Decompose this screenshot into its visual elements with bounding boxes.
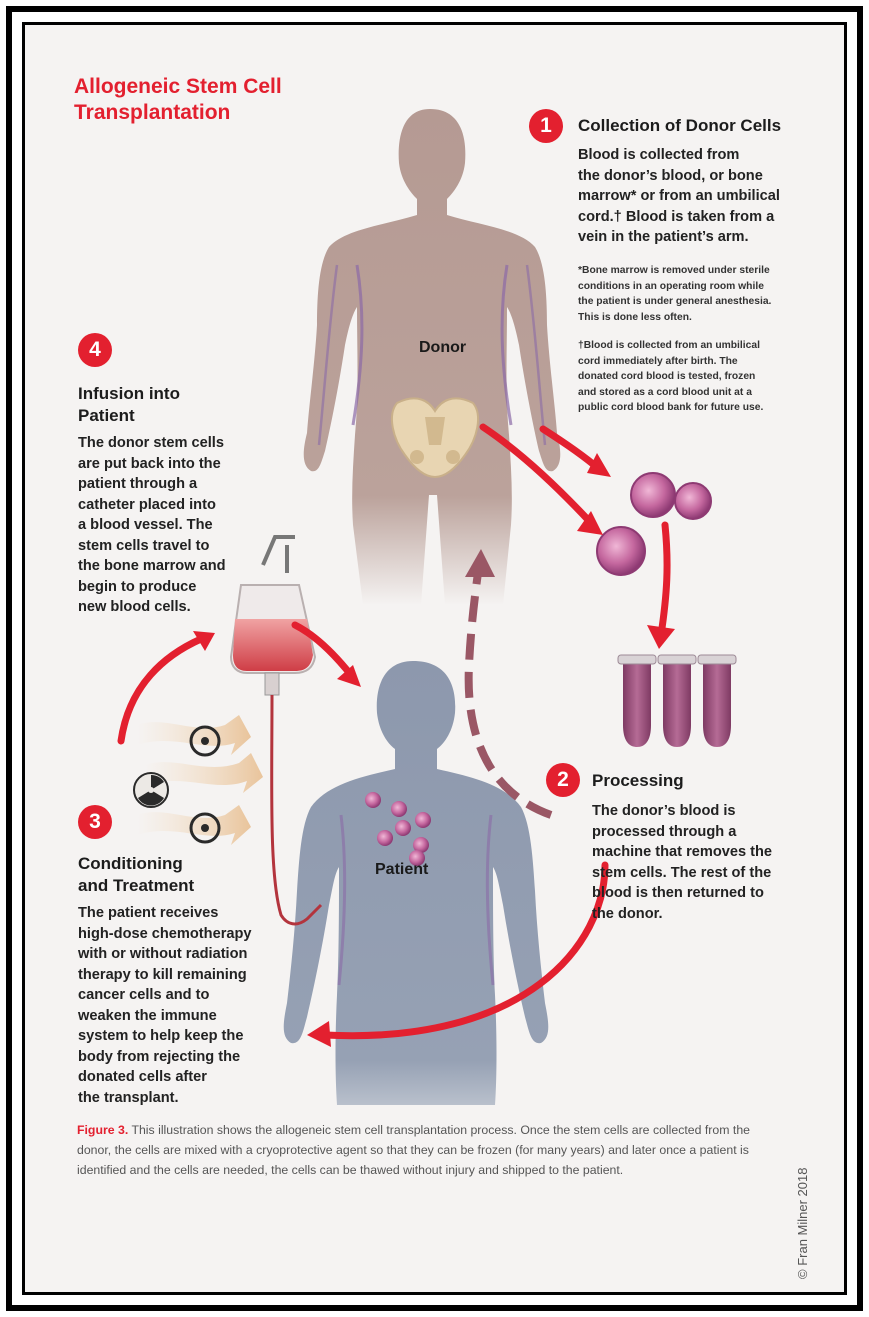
radiation-icon xyxy=(134,773,168,807)
step-3-body-line: donated cells after xyxy=(78,1067,252,1088)
step-3-body-line: weaken the immune xyxy=(78,1006,252,1027)
stem-cell-icon xyxy=(597,473,711,575)
patient-label: Patient xyxy=(375,861,428,879)
infographic-panel: Allogeneic Stem Cell Transplantation 1 C… xyxy=(22,22,847,1295)
note-line: conditions in an operating room while xyxy=(578,279,771,295)
step-3-heading-line: Conditioning xyxy=(78,853,194,875)
step-2-body-line: blood is then returned to xyxy=(592,883,772,904)
caption-text: This illustration shows the allogeneic s… xyxy=(77,1123,750,1177)
step-1-body: Blood is collected from the donor’s bloo… xyxy=(578,145,780,248)
step-3-body-line: the transplant. xyxy=(78,1088,252,1109)
step-4-body-line: patient through a xyxy=(78,474,226,495)
step-4-heading-line: Patient xyxy=(78,405,180,427)
step-4-body-line: stem cells travel to xyxy=(78,536,226,557)
step-3-body-line: therapy to kill remaining xyxy=(78,965,252,986)
step-4-heading-line: Infusion into xyxy=(78,383,180,405)
step-1-badge: 1 xyxy=(529,109,563,143)
title-line-1: Allogeneic Stem Cell xyxy=(74,74,374,100)
step-1-body-line: marrow* or from an umbilical xyxy=(578,186,780,207)
step-1-body-line: the donor’s blood, or bone xyxy=(578,166,780,187)
step-2-body: The donor’s blood is processed through a… xyxy=(592,801,772,924)
step-4-body-line: The donor stem cells xyxy=(78,433,226,454)
title-line-2: Transplantation xyxy=(74,100,374,126)
donor-figure xyxy=(304,109,561,605)
step-3-body-line: cancer cells and to xyxy=(78,985,252,1006)
figure-caption: Figure 3. This illustration shows the al… xyxy=(77,1120,767,1180)
donor-label: Donor xyxy=(419,339,466,357)
step-1-heading: Collection of Donor Cells xyxy=(578,115,781,137)
step-1-note-bone-marrow: *Bone marrow is removed under sterile co… xyxy=(578,263,771,325)
step-1-note-cord-blood: †Blood is collected from an umbilical co… xyxy=(578,338,763,416)
step-2-body-line: the donor. xyxy=(592,904,772,925)
step-2-body-line: processed through a xyxy=(592,822,772,843)
step-4-body-line: begin to produce xyxy=(78,577,226,598)
copyright-credit: © Fran Milner 2018 xyxy=(795,1079,810,1279)
step-2-body-line: The donor’s blood is xyxy=(592,801,772,822)
step-4-body: The donor stem cells are put back into t… xyxy=(78,433,226,618)
step-1-body-line: Blood is collected from xyxy=(578,145,780,166)
step-2-body-line: machine that removes the xyxy=(592,842,772,863)
step-3-body-line: with or without radiation xyxy=(78,944,252,965)
note-line: and stored as a cord blood unit at a xyxy=(578,385,763,401)
step-4-body-line: new blood cells. xyxy=(78,597,226,618)
note-line: This is done less often. xyxy=(578,310,771,326)
step-4-body-line: the bone marrow and xyxy=(78,556,226,577)
note-line: the patient is under general anesthesia. xyxy=(578,294,771,310)
step-3-body: The patient receives high-dose chemother… xyxy=(78,903,252,1108)
step-3-body-line: The patient receives xyxy=(78,903,252,924)
step-2-body-line: stem cells. The rest of the xyxy=(592,863,772,884)
caption-lead: Figure 3. xyxy=(77,1123,128,1137)
step-4-heading: Infusion into Patient xyxy=(78,383,180,427)
step-4-body-line: are put back into the xyxy=(78,454,226,475)
step-3-body-line: system to help keep the xyxy=(78,1026,252,1047)
step-4-body-line: a blood vessel. The xyxy=(78,515,226,536)
step-2-badge: 2 xyxy=(546,763,580,797)
note-line: †Blood is collected from an umbilical xyxy=(578,338,763,354)
note-line: public cord blood bank for future use. xyxy=(578,400,763,416)
step-3-body-line: high-dose chemotherapy xyxy=(78,924,252,945)
step-4-badge: 4 xyxy=(78,333,112,367)
step-3-heading-line: and Treatment xyxy=(78,875,194,897)
step-1-body-line: cord.† Blood is taken from a xyxy=(578,207,780,228)
step-3-heading: Conditioning and Treatment xyxy=(78,853,194,897)
page-title: Allogeneic Stem Cell Transplantation xyxy=(74,74,374,126)
step-3-badge: 3 xyxy=(78,805,112,839)
step-3-body-line: body from rejecting the xyxy=(78,1047,252,1068)
step-2-heading: Processing xyxy=(592,770,684,792)
note-line: *Bone marrow is removed under sterile xyxy=(578,263,771,279)
step-1-body-line: vein in the patient’s arm. xyxy=(578,227,780,248)
note-line: donated cord blood is tested, frozen xyxy=(578,369,763,385)
note-line: cord immediately after birth. The xyxy=(578,354,763,370)
test-tube-icon xyxy=(618,655,736,747)
step-4-body-line: catheter placed into xyxy=(78,495,226,516)
